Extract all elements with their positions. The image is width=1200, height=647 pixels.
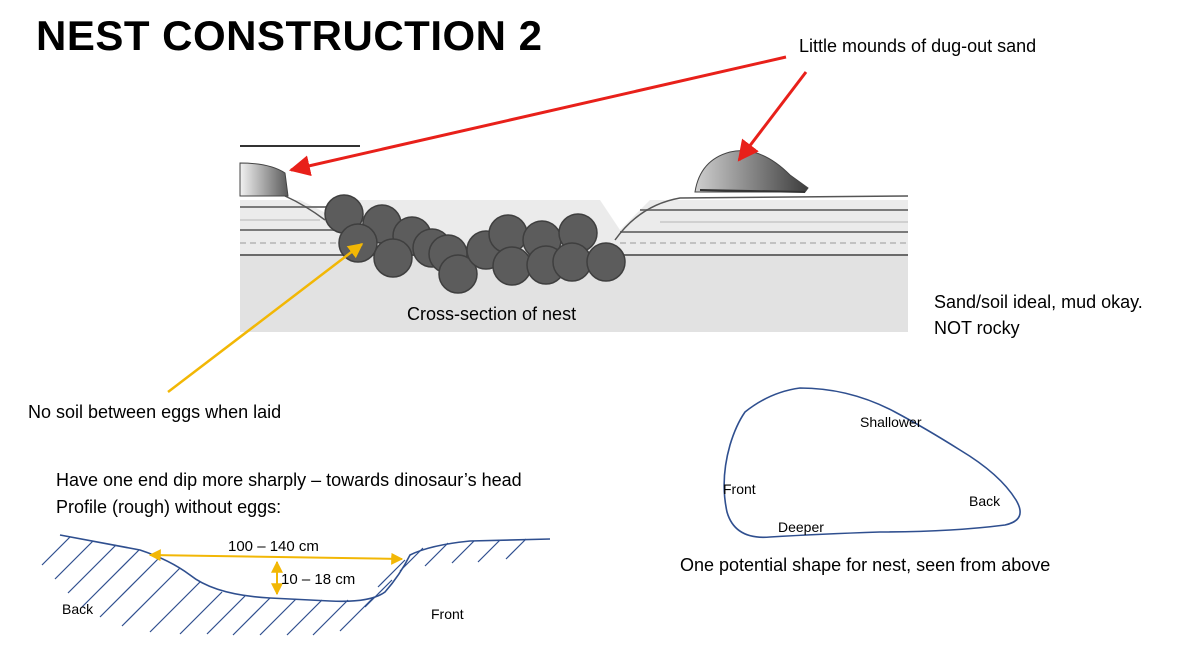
label-soil-line1: Sand/soil ideal, mud okay.: [934, 292, 1143, 312]
label-depth-dimension: 10 – 18 cm: [281, 571, 356, 588]
red-arrow-left-mound: [288, 55, 787, 177]
label-soil-line2: NOT rocky: [934, 318, 1020, 338]
label-width-dimension: 100 – 140 cm: [228, 538, 319, 555]
label-dip-line2: Profile (rough) without eggs:: [56, 497, 282, 517]
yellow-arrow-eggs: [167, 243, 364, 393]
profile-ground-line: [59, 534, 551, 603]
nest-top-view-outline: [723, 387, 1021, 539]
egg: [586, 242, 626, 282]
label-top-deeper: Deeper: [778, 519, 824, 535]
width-dimension-arrow: [148, 549, 404, 565]
label-top-shallower: Shallower: [860, 414, 922, 430]
egg: [373, 238, 413, 278]
egg: [438, 254, 478, 294]
label-top-front: Front: [723, 481, 756, 497]
page-title: NEST CONSTRUCTION 2: [36, 12, 543, 59]
egg: [492, 246, 532, 286]
left-sand-mound: [239, 162, 289, 197]
label-profile-front: Front: [431, 606, 464, 622]
eggs: [324, 194, 626, 294]
label-dip-line1: Have one end dip more sharply – towards …: [56, 470, 522, 490]
label-top-back: Back: [969, 493, 1001, 509]
right-sand-mound: [694, 150, 809, 193]
label-profile-back: Back: [62, 601, 94, 617]
nest-profile-sketch: [41, 534, 551, 636]
profile-hatching: [41, 536, 527, 636]
label-cross-section: Cross-section of nest: [407, 304, 577, 324]
label-mounds: Little mounds of dug-out sand: [799, 36, 1037, 56]
red-arrow-right-mound: [737, 71, 808, 162]
label-top-caption: One potential shape for nest, seen from …: [680, 555, 1051, 575]
egg: [552, 242, 592, 282]
label-no-soil: No soil between eggs when laid: [28, 402, 282, 422]
